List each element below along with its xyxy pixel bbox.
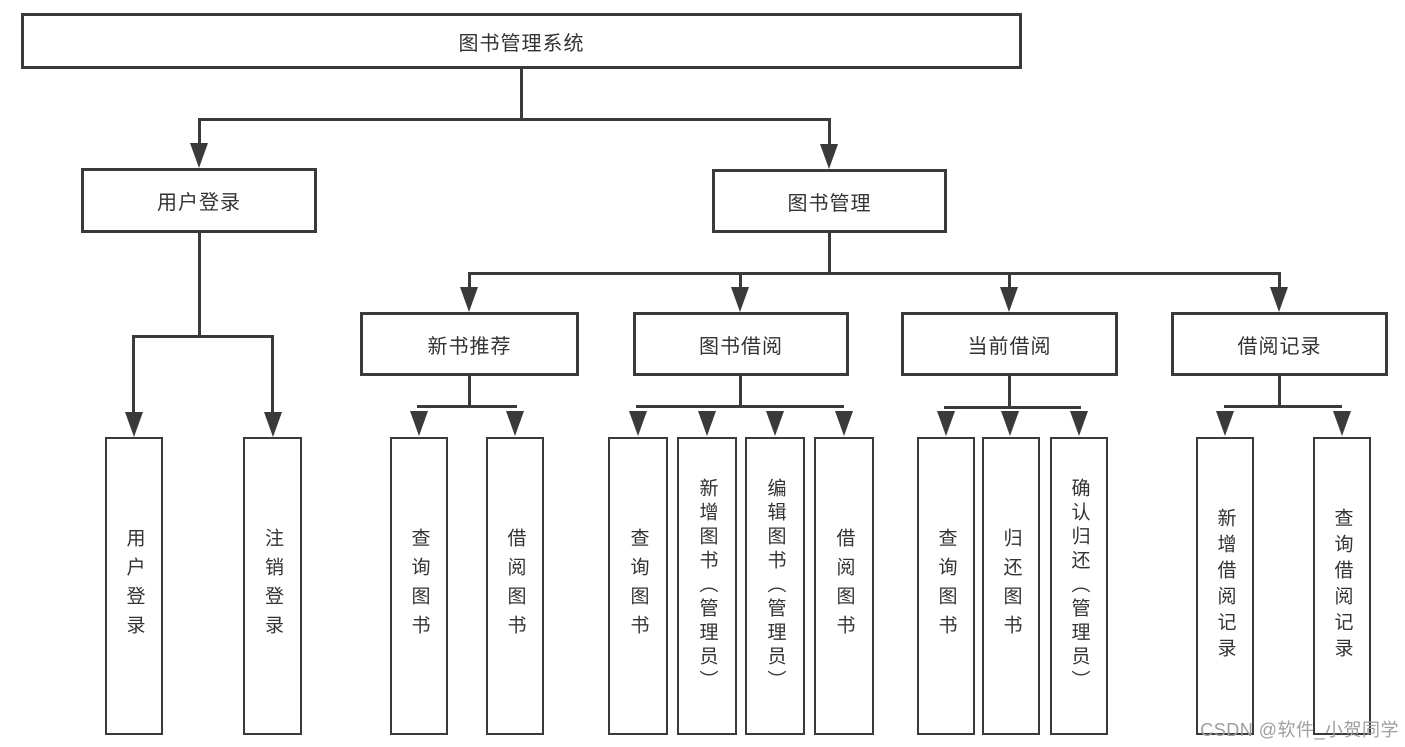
node-book-borrowing-label: 图书借阅 — [699, 335, 783, 358]
connector-line — [739, 272, 742, 294]
leaf-return-books: 归还图书 — [982, 437, 1040, 735]
leaf-label: 编辑图书（管理员） — [764, 478, 786, 694]
connector-arrow-down-icon — [820, 144, 838, 169]
leaf-label: 新增借阅记录 — [1214, 508, 1236, 664]
node-new-book-recommend-label: 新书推荐 — [427, 335, 512, 358]
node-user-login-label: 用户登录 — [157, 192, 241, 214]
connector-line — [1278, 272, 1281, 294]
leaf-query-books-recommend: 查询图书 — [390, 437, 448, 735]
connector-arrow-down-icon — [1001, 411, 1019, 436]
node-book-borrowing: 图书借阅 — [633, 312, 849, 376]
connector-arrow-down-icon — [1216, 411, 1234, 436]
connector-line — [739, 376, 742, 408]
connector-line — [1278, 376, 1281, 408]
node-root: 图书管理系统 — [21, 13, 1022, 69]
connector-arrow-down-icon — [835, 411, 853, 436]
connector-line — [468, 376, 471, 408]
connector-arrow-down-icon — [766, 411, 784, 436]
leaf-add-borrow-record: 新增借阅记录 — [1196, 437, 1254, 735]
connector-line — [132, 335, 274, 338]
connector-line — [198, 118, 201, 150]
connector-arrow-down-icon — [1270, 287, 1288, 312]
leaf-logout-label: 注销登录 — [262, 528, 283, 644]
connector-line — [271, 335, 274, 415]
leaf-query-books-borrowing: 查询图书 — [608, 437, 668, 735]
node-root-label: 图书管理系统 — [458, 32, 585, 55]
node-new-book-recommend: 新书推荐 — [360, 312, 579, 376]
node-book-management: 图书管理 — [712, 169, 947, 233]
leaf-query-books-current: 查询图书 — [917, 437, 975, 735]
connector-arrow-down-icon — [629, 411, 647, 436]
connector-line — [468, 272, 471, 294]
leaf-label: 确认归还（管理员） — [1068, 478, 1090, 694]
watermark: CSDN @软件_小贺同学 — [1200, 720, 1399, 740]
connector-line — [198, 233, 201, 338]
connector-arrow-down-icon — [1000, 287, 1018, 312]
leaf-query-borrow-record: 查询借阅记录 — [1313, 437, 1371, 735]
leaf-label: 查询借阅记录 — [1331, 508, 1353, 664]
connector-line — [198, 118, 831, 121]
connector-line — [828, 118, 831, 150]
connector-line — [417, 405, 517, 408]
node-book-management-label: 图书管理 — [787, 192, 872, 215]
connector-arrow-down-icon — [125, 412, 143, 437]
connector-line — [636, 405, 844, 408]
connector-arrow-down-icon — [731, 287, 749, 312]
connector-arrow-down-icon — [460, 287, 478, 312]
leaf-label: 查询图书 — [627, 528, 649, 644]
leaf-borrow-books-recommend: 借阅图书 — [486, 437, 544, 735]
leaf-label: 新增图书（管理员） — [696, 478, 718, 694]
connector-line — [468, 272, 1281, 275]
node-current-borrowing-label: 当前借阅 — [967, 335, 1052, 358]
leaf-label: 借阅图书 — [504, 528, 526, 644]
leaf-label: 借阅图书 — [833, 528, 855, 644]
node-borrowing-records-label: 借阅记录 — [1237, 335, 1322, 358]
node-user-login: 用户登录 — [81, 168, 317, 233]
node-borrowing-records: 借阅记录 — [1171, 312, 1388, 376]
leaf-logout: 注销登录 — [243, 437, 302, 735]
connector-arrow-down-icon — [410, 411, 428, 436]
connector-line — [1008, 376, 1011, 409]
connector-line — [520, 69, 523, 120]
connector-line — [132, 335, 135, 415]
node-current-borrowing: 当前借阅 — [901, 312, 1118, 376]
connector-arrow-down-icon — [190, 143, 208, 168]
connector-arrow-down-icon — [264, 412, 282, 437]
connector-arrow-down-icon — [937, 411, 955, 436]
leaf-label: 查询图书 — [935, 528, 957, 644]
connector-line — [1224, 405, 1342, 408]
leaf-confirm-return-admin: 确认归还（管理员） — [1050, 437, 1108, 735]
leaf-label: 查询图书 — [408, 528, 430, 644]
leaf-borrow-books: 借阅图书 — [814, 437, 874, 735]
connector-line — [1008, 272, 1011, 294]
leaf-user-login-label: 用户登录 — [123, 528, 145, 644]
connector-arrow-down-icon — [1070, 411, 1088, 436]
connector-arrow-down-icon — [506, 411, 524, 436]
leaf-label: 归还图书 — [1000, 528, 1022, 644]
leaf-add-books-admin: 新增图书（管理员） — [677, 437, 737, 735]
leaf-user-login: 用户登录 — [105, 437, 163, 735]
connector-arrow-down-icon — [698, 411, 716, 436]
connector-arrow-down-icon — [1333, 411, 1351, 436]
connector-line — [944, 406, 1081, 409]
connector-line — [828, 233, 831, 275]
leaf-edit-books-admin: 编辑图书（管理员） — [745, 437, 805, 735]
